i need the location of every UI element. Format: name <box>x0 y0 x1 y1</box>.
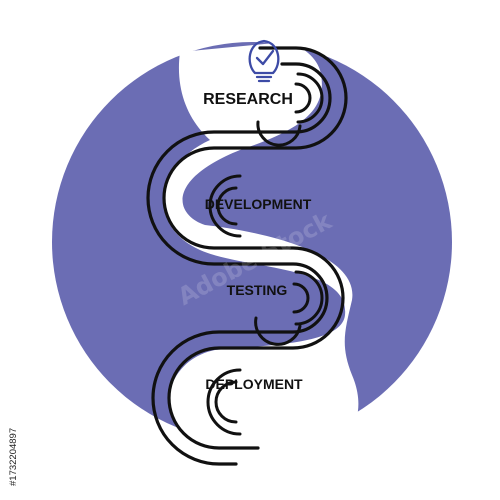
research-arc-inner <box>294 82 312 114</box>
stage-label-research: RESEARCH <box>203 91 293 108</box>
lightbulb-check-icon <box>248 39 280 83</box>
research-arc-tail <box>256 120 302 147</box>
road-inner-line <box>146 62 332 466</box>
development-arc-inner <box>216 186 238 226</box>
stage-label-deployment: DEPLOYMENT <box>205 376 303 392</box>
winding-road <box>146 46 348 466</box>
white-band <box>163 42 359 450</box>
testing-arc-tail <box>254 316 302 346</box>
road-outer-line <box>162 46 348 450</box>
stage-label-testing: TESTING <box>227 282 288 298</box>
deployment-arc-outer <box>206 368 242 436</box>
stock-id: #1732204897 <box>8 428 19 486</box>
turn-arcs <box>206 72 324 436</box>
research-arc-outer <box>296 72 324 124</box>
testing-arc-outer <box>294 270 324 326</box>
stage-label-development: DEVELOPMENT <box>205 196 312 212</box>
deployment-arc-inner <box>214 380 238 424</box>
development-arc-outer <box>208 174 242 238</box>
testing-arc-inner <box>292 282 310 314</box>
